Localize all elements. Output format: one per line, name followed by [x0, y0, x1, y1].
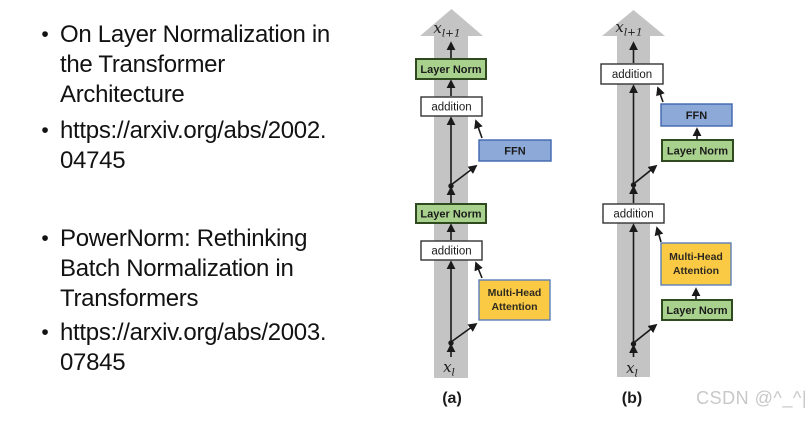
ffn-label: FFN — [686, 110, 707, 122]
math-base: x — [626, 359, 635, 377]
text-line: On Layer Normalization in — [60, 21, 330, 48]
bullet-marker: • — [41, 119, 49, 142]
bullet-marker: • — [41, 227, 49, 250]
text-line: https://arxiv.org/abs/2002. — [60, 117, 327, 144]
csdn-watermark: CSDN @^_^| — [696, 388, 807, 408]
residual-stream-arrowhead-icon — [602, 10, 665, 36]
arrow-ffn-to-addition — [656, 86, 665, 103]
branch-dot — [448, 340, 454, 346]
output-label-x-l-plus-1: xl+1 — [615, 18, 642, 39]
addition-box — [420, 96, 483, 117]
paper-2-title: PowerNorm: Rethinking Batch Normalizatio… — [60, 224, 307, 314]
multi-head-attention-label: Multi-Head — [488, 287, 542, 299]
ffn-label: FFN — [504, 146, 525, 158]
caption-b: (b) — [622, 390, 642, 407]
bullet-item-paper-2: • PowerNorm: Rethinking Batch Normalizat… — [30, 224, 398, 314]
arrow-mha-to-addition — [474, 261, 483, 279]
text-line: https://arxiv.org/abs/2003. — [60, 319, 327, 346]
multi-head-attention-box — [660, 242, 732, 286]
arrow-branch-to-layernorm — [633, 323, 658, 344]
branch-dot — [630, 182, 637, 188]
addition-box — [420, 240, 483, 261]
text-line: the Transformer — [60, 51, 225, 78]
math-subscript: l — [635, 368, 638, 380]
ffn-box — [478, 139, 552, 162]
paper-2-url: https://arxiv.org/abs/2003. 07845 — [60, 318, 327, 378]
math-base: x — [615, 18, 624, 36]
layer-norm-box — [661, 139, 734, 162]
paper-1-title: On Layer Normalization in the Transforme… — [60, 20, 330, 110]
layer-norm-label: Layer Norm — [666, 305, 727, 317]
math-subscript: l — [452, 367, 455, 379]
input-label-x-l: xl — [626, 359, 638, 380]
input-label-x-l: xl — [443, 358, 455, 379]
text-line: Batch Normalization in — [60, 255, 294, 282]
addition-label: addition — [431, 102, 471, 114]
arrow-ffn-to-addition — [474, 119, 483, 139]
multi-head-attention-label: Multi-Head — [669, 251, 723, 263]
arrow-branch-to-layernorm — [633, 164, 658, 185]
diagram-a-post-ln: Layer Norm addition FFN Layer Norm addit… — [415, 9, 552, 407]
paper-1-url: https://arxiv.org/abs/2002. 04745 — [60, 116, 327, 176]
bullet-item-link-1: • https://arxiv.org/abs/2002. 04745 — [30, 116, 398, 176]
multi-head-attention-label: Attention — [491, 301, 537, 313]
text-line: Transformers — [60, 285, 199, 312]
bullet-item-link-2: • https://arxiv.org/abs/2003. 07845 — [30, 318, 398, 378]
math-subscript: l+1 — [442, 28, 461, 40]
multi-head-attention-box — [478, 279, 551, 321]
bullet-marker: • — [41, 23, 49, 46]
bullet-marker: • — [41, 321, 49, 344]
diagram-b-pre-ln: addition FFN Layer Norm addition Multi-H… — [600, 10, 734, 407]
arrow-mha-to-addition — [654, 226, 664, 243]
math-base: x — [433, 19, 442, 37]
text-line: PowerNorm: Rethinking — [60, 225, 308, 252]
layer-norm-box — [661, 299, 733, 321]
bullet-list: • On Layer Normalization in the Transfor… — [30, 20, 398, 378]
caption-a: (a) — [442, 390, 462, 407]
layer-norm-label: Layer Norm — [420, 209, 481, 221]
branch-dot — [448, 183, 454, 189]
layer-norm-label: Layer Norm — [667, 146, 728, 158]
math-subscript: l+1 — [624, 27, 643, 39]
addition-label: addition — [431, 246, 471, 258]
multi-head-attention-label: Attention — [673, 265, 719, 277]
residual-stream-arrowhead-icon — [420, 9, 483, 36]
arrow-branch-to-ffn — [450, 164, 478, 186]
bullet-item-paper-1: • On Layer Normalization in the Transfor… — [30, 20, 398, 110]
text-line: 07845 — [60, 349, 126, 376]
text-line: 04745 — [60, 147, 126, 174]
layer-norm-box — [415, 203, 487, 224]
addition-label: addition — [613, 209, 653, 221]
ffn-box — [660, 103, 733, 127]
layer-norm-box — [415, 58, 487, 80]
addition-box — [600, 63, 664, 85]
branch-dot — [630, 341, 637, 347]
addition-label: addition — [612, 69, 652, 81]
output-label-x-l-plus-1: xl+1 — [433, 19, 460, 40]
layer-norm-label: Layer Norm — [420, 64, 481, 76]
text-line: Architecture — [60, 81, 185, 108]
arrow-branch-to-mha — [450, 322, 478, 343]
math-base: x — [443, 358, 452, 376]
addition-box — [602, 203, 665, 224]
